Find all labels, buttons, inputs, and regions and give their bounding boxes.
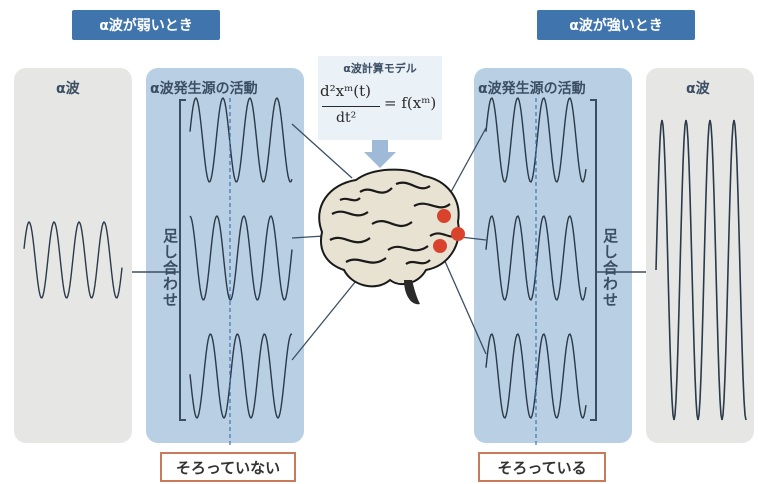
left-brain-connector (291, 235, 325, 239)
right-brain-connector (439, 249, 487, 355)
left-source-wave (189, 333, 293, 420)
right-source-panel (474, 68, 632, 443)
model-title: α波計算モデル (343, 62, 417, 75)
right-source-wave (485, 97, 587, 183)
equation-rhs: = f(xᵐ) (384, 94, 437, 112)
left-alpha-title: α波 (56, 81, 80, 97)
model-box: α波計算モデル d²xᵐ(t) dt² = f(xᵐ) (318, 56, 442, 140)
equation-fraction-bar (322, 106, 380, 107)
left-source-wave (189, 96, 293, 183)
weak-header: α波が弱いとき (72, 10, 220, 40)
activity-dot (451, 227, 465, 241)
right-alpha-title: α波 (686, 81, 710, 97)
activity-dot (433, 239, 447, 253)
unaligned-label: そろっていない (160, 452, 296, 482)
right-sum-label: 足し合わせ (601, 228, 619, 308)
left-sum-label: 足し合わせ (161, 228, 179, 308)
right-bracket (590, 99, 597, 421)
strong-header: α波が強いとき (537, 10, 695, 40)
left-source-wave (189, 214, 293, 301)
left-bracket (179, 99, 186, 421)
aligned-label: そろっている (478, 452, 606, 482)
model-arrow (364, 140, 396, 168)
brain-illustration (318, 168, 460, 305)
left-source-title: α波発生源の活動 (150, 81, 258, 97)
left-brain-connector (291, 123, 353, 179)
right-alpha-wave (655, 119, 747, 421)
activity-dot (437, 209, 451, 223)
equation-denominator: dt² (336, 110, 357, 126)
right-source-title: α波発生源の活動 (478, 81, 586, 97)
equation-numerator: d²xᵐ(t) (320, 82, 372, 100)
left-alpha-wave (23, 220, 123, 299)
left-brain-connector (291, 275, 361, 361)
